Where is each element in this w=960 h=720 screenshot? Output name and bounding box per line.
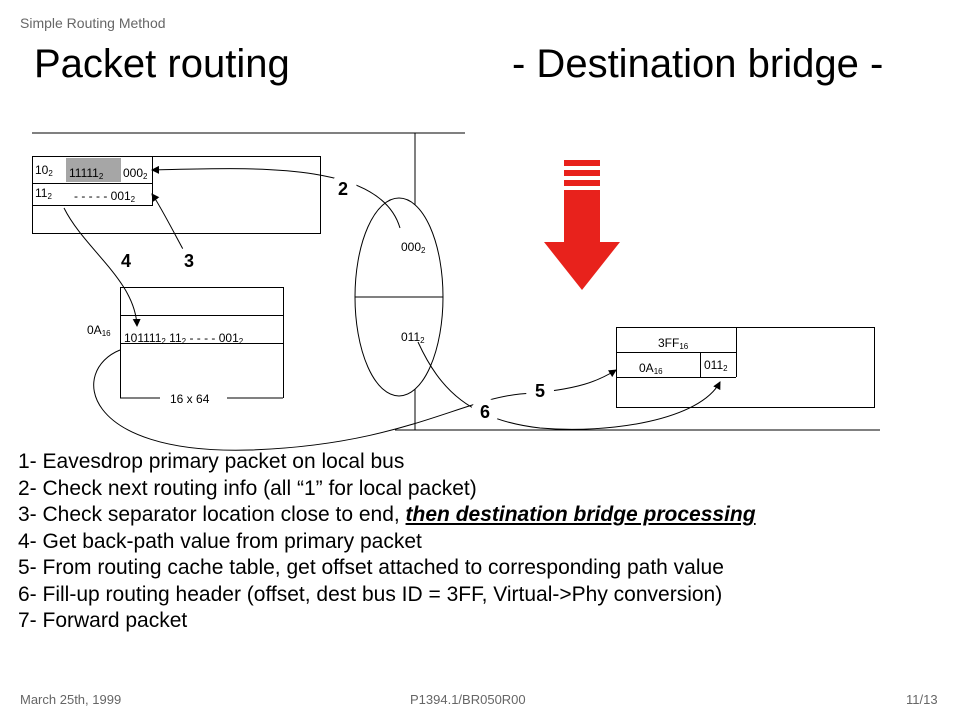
step-5: 5- From routing cache table, get offset … — [18, 556, 724, 579]
row-label-10: 102 — [35, 163, 53, 178]
footer-page-number: 11/13 — [906, 692, 938, 707]
step-3-emphasis: then destination bridge processing — [405, 503, 756, 526]
arrow-step2 — [151, 165, 401, 229]
arrow-step6 — [417, 341, 721, 430]
arrow-step5 — [93, 349, 617, 451]
step-2: 2- Check next routing info (all “1” for … — [18, 476, 477, 500]
page-subtitle: - Destination bridge - — [512, 42, 884, 86]
bridge-port-011: 0112 — [401, 330, 425, 345]
bus-routing-table — [32, 156, 321, 234]
red-arrow-bar3 — [564, 180, 600, 186]
page-title: Packet routing — [34, 42, 290, 86]
red-arrow-bar2 — [564, 170, 600, 176]
dest-offset: 0A16 — [639, 361, 663, 376]
bridge-port-000: 0002 — [401, 240, 426, 255]
dest-path: 0112 — [704, 358, 728, 373]
step-6: 6- Fill-up routing header (offset, dest … — [18, 582, 723, 606]
highlight-cell — [66, 158, 121, 182]
marker-step-5: 5 — [526, 377, 554, 405]
cache-size-label: 16 x 64 — [170, 392, 210, 406]
dest-routing-header — [616, 327, 875, 408]
marker-step-3: 3 — [175, 247, 203, 275]
marker-step-4: 4 — [112, 247, 140, 275]
step-1: 1- Eavesdrop primary packet on local bus — [18, 450, 405, 473]
step-7: 7- Forward packet — [18, 609, 188, 632]
step-3: 3- Check separator location close to end… — [18, 503, 756, 526]
marker-step-2: 2 — [329, 175, 357, 203]
marker-step-6: 6 — [471, 398, 499, 426]
red-arrow-bar1 — [564, 160, 600, 166]
row-label-11: 112 — [35, 186, 52, 201]
steps-list: 1- Eavesdrop primary packet on local bus… — [18, 449, 756, 635]
separator-bits: 111112 — [69, 166, 104, 181]
path-value-000: 0002 — [123, 166, 148, 181]
step-4: 4- Get back-path value from primary pack… — [18, 529, 422, 553]
dest-bus-id: 3FF16 — [658, 336, 689, 351]
red-down-arrow — [544, 190, 620, 290]
arrow-step4 — [63, 207, 141, 327]
routing-cache-table — [120, 287, 284, 398]
path-value-001: - - - - - 0012 — [74, 189, 136, 204]
slide-header: Simple Routing Method — [20, 15, 166, 31]
offset-label-0A: 0A16 — [87, 323, 111, 338]
footer-doc-id: P1394.1/BR050R00 — [410, 692, 526, 707]
cache-entry: 1011112 112 - - - - 0012 — [124, 331, 244, 346]
footer-date: March 25th, 1999 — [20, 692, 122, 707]
